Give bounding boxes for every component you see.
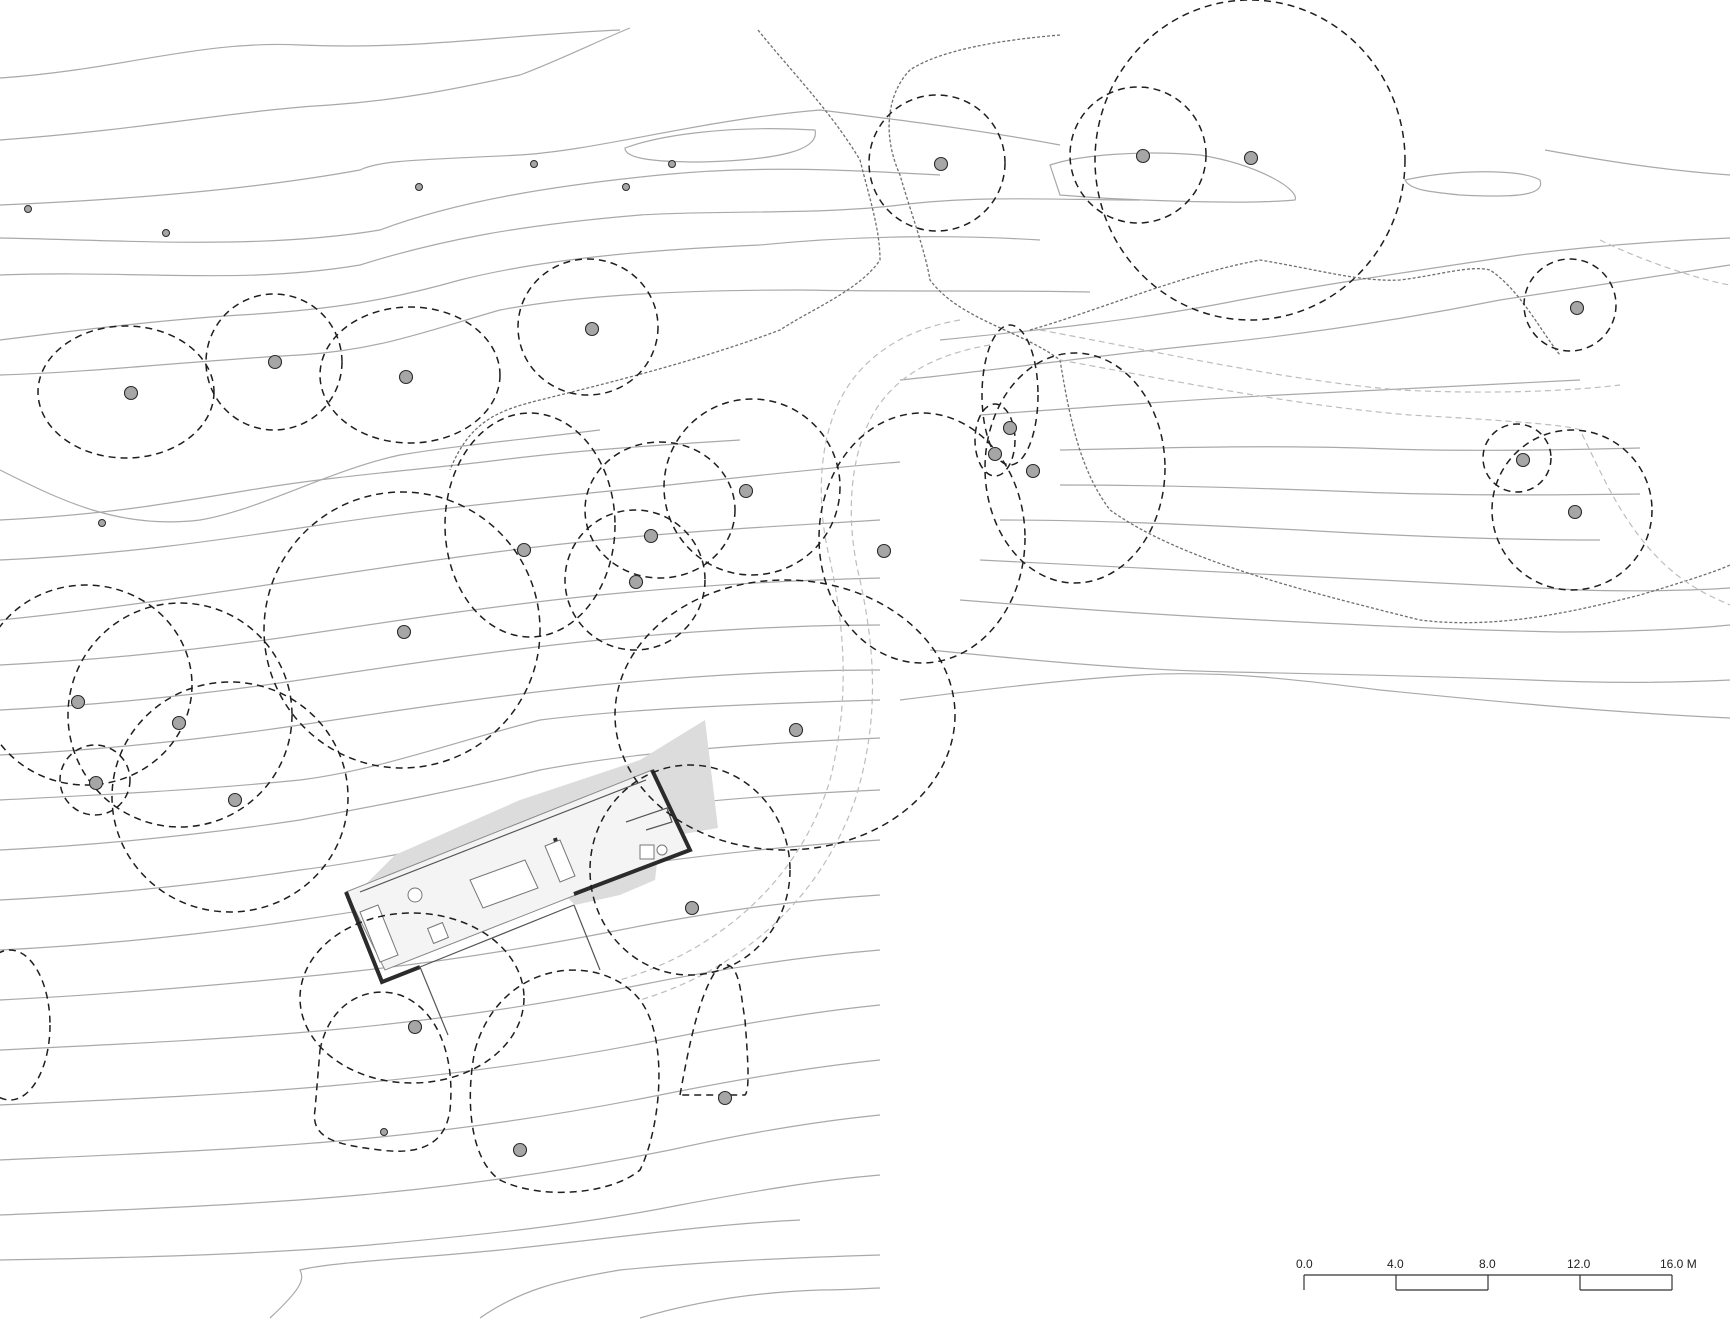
tree-canopy-icon <box>679 963 749 1096</box>
shrub-icon <box>668 160 676 168</box>
tree-canopy-icon <box>818 412 1026 664</box>
tree-trunk-icon <box>876 543 892 559</box>
tree-canopy-icon <box>319 306 501 444</box>
tree-canopy-icon <box>67 602 293 828</box>
tree-canopy-icon <box>0 949 51 1101</box>
building-wall-west <box>344 891 421 985</box>
tree-canopy-icon <box>1069 86 1207 224</box>
shrub-icon <box>622 183 630 191</box>
tree-canopy-icon <box>111 681 349 913</box>
tree-trunk-icon <box>717 1090 733 1106</box>
tree-canopy-icon <box>868 94 1006 232</box>
tree-canopy-icon <box>59 744 131 816</box>
toilet-icon <box>639 844 655 860</box>
tree-canopy-icon <box>1491 429 1653 591</box>
tree-canopy-icon <box>0 584 193 786</box>
tree-trunk-icon <box>1002 420 1018 436</box>
tree-trunk-icon <box>1567 504 1583 520</box>
scale-bar-label-12: 12.0 <box>1567 1257 1591 1271</box>
tree-trunk-icon <box>512 1142 528 1158</box>
tree-trunk-icon <box>643 528 659 544</box>
tree-trunk-icon <box>227 792 243 808</box>
tree-trunk-icon <box>407 1019 423 1035</box>
stool-icon <box>407 887 423 903</box>
tree-trunk-icon <box>1135 148 1151 164</box>
tree-canopy-icon <box>263 491 541 769</box>
tree-canopy-icon <box>663 398 841 576</box>
building-deck-edge-2 <box>573 904 601 971</box>
tree-canopy-icon <box>313 991 452 1152</box>
tree-trunk-icon <box>171 715 187 731</box>
tree-canopy-icon <box>1094 0 1406 321</box>
tree-trunk-icon <box>1569 300 1585 316</box>
tree-trunk-icon <box>788 722 804 738</box>
tree-trunk-icon <box>398 369 414 385</box>
tree-trunk-icon <box>267 354 283 370</box>
tree-trunk-icon <box>70 694 86 710</box>
tree-canopy-icon <box>984 352 1166 584</box>
building-deck-edge-1 <box>419 966 449 1036</box>
tree-trunk-icon <box>987 446 1003 462</box>
scale-bar-label-16: 16.0 M <box>1660 1257 1697 1271</box>
tree-canopy-icon <box>584 441 736 579</box>
tree-trunk-icon <box>738 483 754 499</box>
bed-icon <box>469 859 539 909</box>
tree-trunks <box>24 148 1585 1158</box>
tree-canopy-icon <box>981 324 1039 466</box>
shrub-edges <box>449 29 1731 624</box>
shrub-icon <box>415 183 423 191</box>
tree-canopy-icon <box>517 258 659 396</box>
garden-path <box>619 239 1731 1001</box>
building-wall-east <box>573 769 693 896</box>
tree-canopy-icon <box>299 912 525 1084</box>
tree-trunk-icon <box>516 542 532 558</box>
shrub-icon <box>24 205 32 213</box>
tree-canopy-icon <box>1482 423 1552 493</box>
tree-canopy-icon <box>205 293 343 431</box>
building-glazing-south <box>419 904 575 968</box>
tree-canopy-icon <box>37 325 215 459</box>
tree-canopy-icon <box>1523 258 1617 352</box>
tree-trunk-icon <box>684 900 700 916</box>
scale-bar-label-8: 8.0 <box>1479 1257 1496 1271</box>
building-bath-walls <box>625 807 673 831</box>
scale-bar-label-0: 0.0 <box>1296 1257 1313 1271</box>
tree-trunk-icon <box>933 156 949 172</box>
tree-canopy-icon <box>444 412 616 638</box>
tree-canopy-icon <box>974 403 1016 477</box>
tree-canopy-icon <box>589 764 791 976</box>
tree-trunk-icon <box>584 321 600 337</box>
tree-canopy-icon <box>564 509 706 651</box>
desk-icon <box>544 839 576 883</box>
scale-bar-icon: 0.0 4.0 8.0 12.0 16.0 M <box>1296 1257 1697 1291</box>
basin-icon <box>656 844 668 856</box>
tree-trunk-icon <box>123 385 139 401</box>
scale-bar-label-4: 4.0 <box>1387 1257 1404 1271</box>
tree-canopy-icon <box>469 969 660 1194</box>
shrub-icon <box>98 519 106 527</box>
tree-trunk-icon <box>88 775 104 791</box>
tree-trunk-icon <box>628 574 644 590</box>
tree-trunk-icon <box>1243 150 1259 166</box>
tree-trunk-icon <box>1515 452 1531 468</box>
tree-canopy-icon <box>614 579 956 851</box>
tree-canopies <box>0 0 1653 1194</box>
chair-icon <box>426 921 450 945</box>
building-glazing-north <box>359 779 647 893</box>
building-plan-icon <box>344 720 718 1036</box>
tree-trunk-icon <box>1025 463 1041 479</box>
shrub-icon <box>530 160 538 168</box>
shrub-icon <box>380 1128 388 1136</box>
contour-lines <box>0 27 1731 1319</box>
shrub-icon <box>162 229 170 237</box>
tree-trunk-icon <box>396 624 412 640</box>
